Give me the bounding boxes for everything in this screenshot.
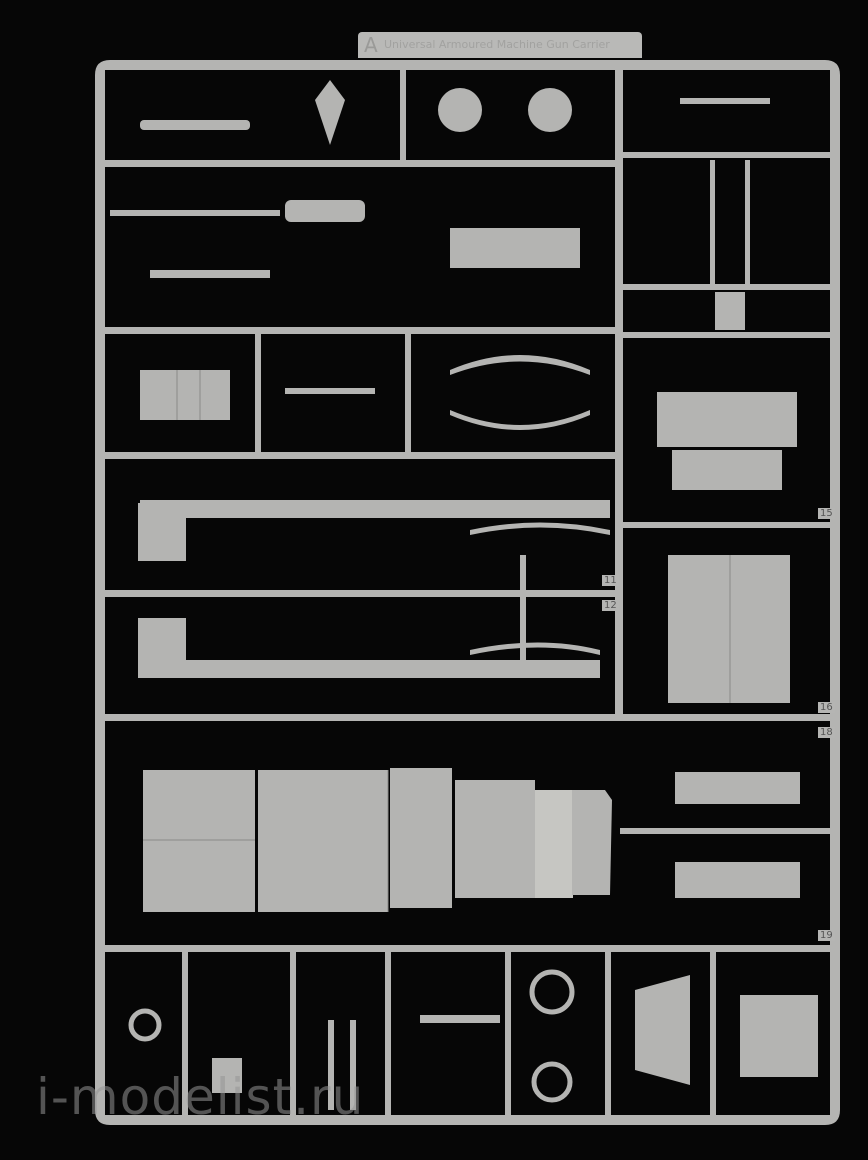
watermark: i-modelist.ru — [36, 1068, 365, 1126]
part-number: 16 — [818, 702, 835, 713]
part-number: 11 — [602, 575, 619, 586]
sprue-letter: A — [364, 33, 378, 57]
sprue-tag: A Universal Armoured Machine Gun Carrier — [358, 32, 642, 58]
part-number: 18 — [818, 727, 835, 738]
sprue-tag-text: Universal Armoured Machine Gun Carrier — [384, 38, 610, 51]
part-number: 15 — [818, 508, 835, 519]
part-number: 19 — [818, 930, 835, 941]
part-number: 12 — [602, 600, 619, 611]
